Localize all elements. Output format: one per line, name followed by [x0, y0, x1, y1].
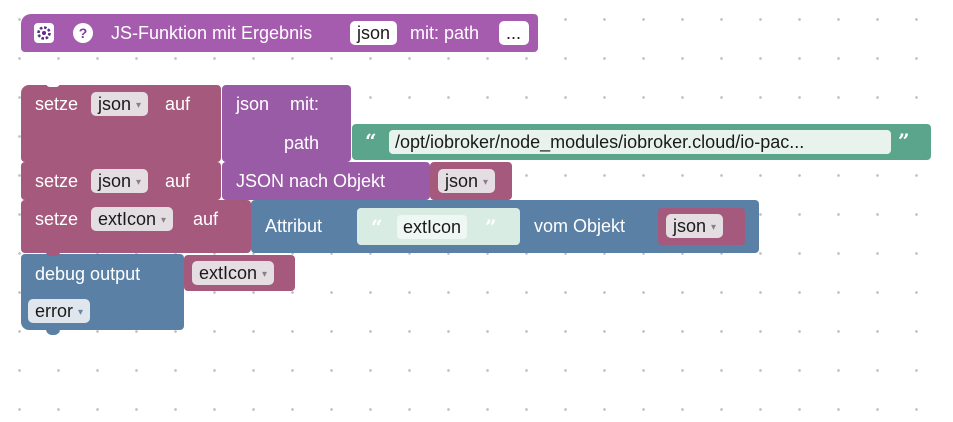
function-result-name-field[interactable]: json: [350, 21, 398, 45]
block-connector: [46, 329, 60, 335]
chevron-down-icon: ▾: [483, 177, 489, 188]
set-json-statement-2[interactable]: setze json▾ auf: [21, 162, 221, 200]
set-keyword: setze: [35, 171, 79, 191]
path-string-field[interactable]: /opt/iobroker/node_modules/iobroker.clou…: [389, 130, 891, 154]
chevron-down-icon: ▾: [136, 100, 142, 111]
json-to-object-label: JSON nach Objekt: [236, 171, 386, 191]
string-literal-block[interactable]: “ /opt/iobroker/node_modules/iobroker.cl…: [352, 124, 931, 160]
param-path-label: path: [284, 133, 320, 153]
chevron-down-icon: ▾: [262, 269, 268, 280]
variable-get-block[interactable]: extIcon▾: [184, 255, 295, 291]
log-level-dropdown[interactable]: error▾: [28, 299, 91, 323]
variable-dropdown[interactable]: json▾: [91, 169, 149, 193]
block-connector: [46, 161, 60, 165]
chevron-down-icon: ▾: [161, 215, 167, 226]
function-call-block[interactable]: json mit: path: [222, 85, 351, 162]
block-connector: [46, 252, 60, 256]
attribute-name-field[interactable]: extIcon: [397, 215, 468, 239]
chevron-down-icon: ▾: [711, 222, 717, 233]
variable-dropdown[interactable]: extIcon▾: [91, 207, 174, 231]
variable-dropdown[interactable]: extIcon▾: [192, 261, 275, 285]
help-icon[interactable]: ?: [73, 23, 93, 43]
to-keyword: auf: [165, 171, 191, 191]
set-keyword: setze: [35, 94, 79, 114]
variable-dropdown[interactable]: json▾: [91, 92, 149, 116]
variable-get-block[interactable]: json▾: [658, 208, 745, 245]
close-quote-icon: ”: [898, 129, 910, 153]
block-connector: [46, 83, 60, 87]
function-params-label: mit: path: [410, 23, 480, 43]
set-keyword: setze: [35, 209, 79, 229]
open-quote-icon: “: [365, 129, 377, 153]
debug-output-block[interactable]: debug output error▾: [21, 254, 184, 330]
function-label: JS-Funktion mit Ergebnis: [111, 23, 313, 43]
set-exticon-statement[interactable]: setze extIcon▾ auf: [21, 200, 251, 253]
get-attribute-block[interactable]: Attribut “ extIcon ” vom Objekt json▾: [251, 200, 759, 253]
to-keyword: auf: [165, 94, 191, 114]
attribute-string-block[interactable]: “ extIcon ”: [357, 208, 520, 245]
function-definition-block[interactable]: ? JS-Funktion mit Ergebnis json mit: pat…: [21, 14, 538, 52]
block-connector: [46, 199, 60, 203]
gear-icon[interactable]: [34, 23, 54, 43]
function-more-field[interactable]: ...: [499, 21, 529, 45]
call-with-label: mit:: [290, 94, 319, 114]
chevron-down-icon: ▾: [78, 307, 84, 318]
variable-dropdown[interactable]: json▾: [438, 169, 496, 193]
set-json-statement-1[interactable]: setze json▾ auf: [21, 85, 221, 162]
variable-dropdown[interactable]: json▾: [666, 214, 724, 238]
open-quote-icon: “: [371, 215, 383, 239]
attribute-label: Attribut: [265, 216, 323, 236]
close-quote-icon: ”: [485, 215, 497, 239]
json-to-object-block[interactable]: JSON nach Objekt: [222, 162, 430, 200]
call-function-name: json: [236, 94, 270, 114]
of-object-label: vom Objekt: [534, 216, 626, 236]
chevron-down-icon: ▾: [136, 177, 142, 188]
to-keyword: auf: [193, 209, 219, 229]
debug-output-label: debug output: [35, 264, 141, 284]
variable-get-block[interactable]: json▾: [430, 162, 512, 200]
